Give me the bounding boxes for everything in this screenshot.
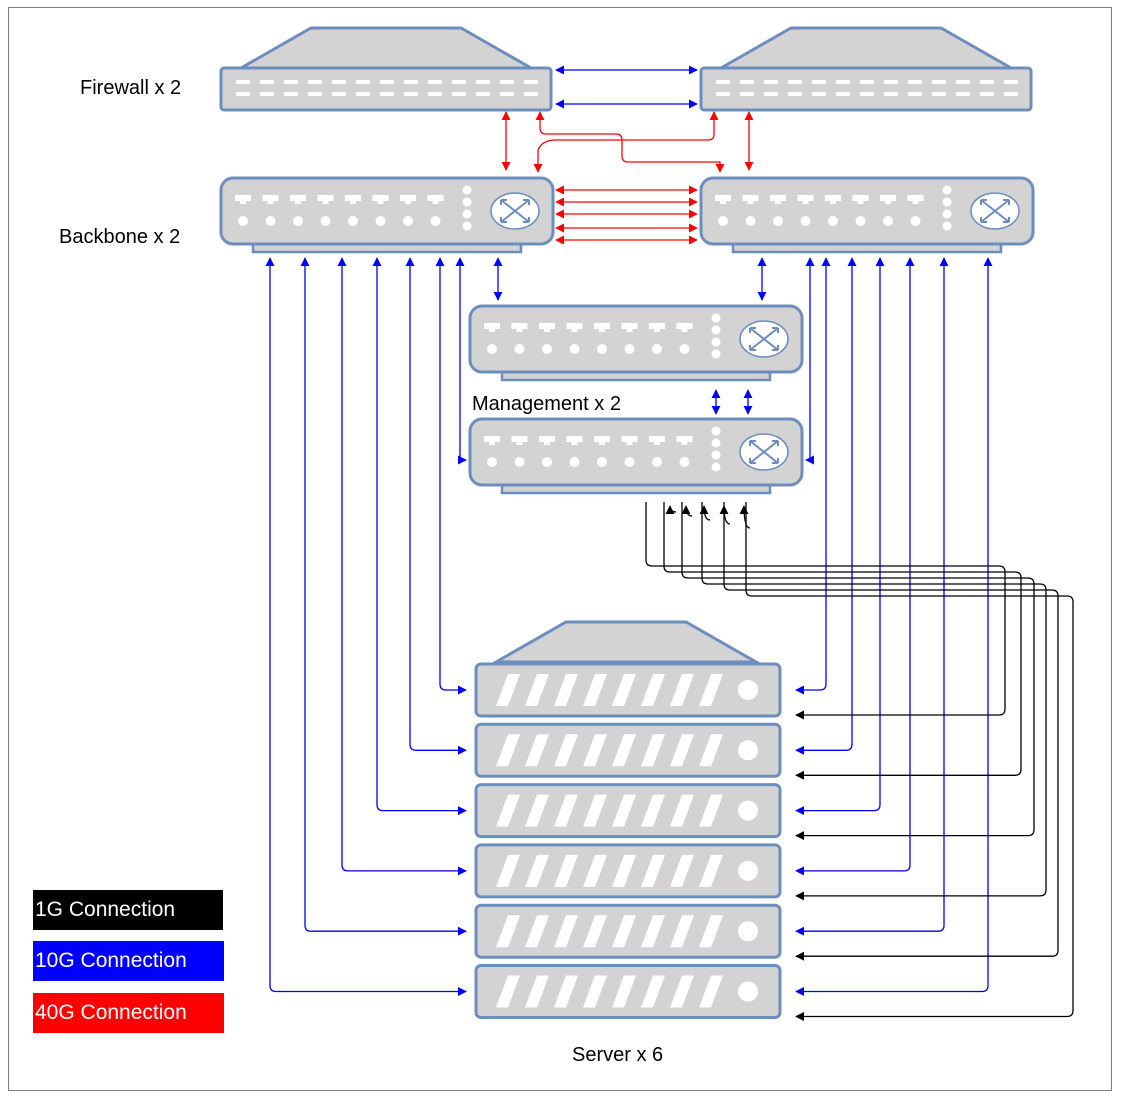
legend-10g: 10G Connection xyxy=(33,941,224,981)
legend-1g-label: 1G Connection xyxy=(35,898,176,921)
firewall-2 xyxy=(699,26,1033,112)
server-rack-top xyxy=(490,620,762,664)
server-3 xyxy=(474,783,782,839)
router-icon xyxy=(739,433,789,471)
backbone-1 xyxy=(219,176,555,254)
management-1 xyxy=(468,304,804,382)
server-6 xyxy=(474,964,782,1019)
labels: Firewall x 2 Backbone x 2 Management x 2… xyxy=(59,77,663,1066)
management-2 xyxy=(468,417,804,495)
server-4 xyxy=(474,843,782,899)
legend-40g: 40G Connection xyxy=(33,993,224,1033)
server-5 xyxy=(474,903,782,959)
router-icon xyxy=(970,192,1020,230)
firewall-label: Firewall x 2 xyxy=(80,77,181,99)
server-2 xyxy=(474,722,782,778)
management-label: Management x 2 xyxy=(472,393,621,415)
server-label: Server x 6 xyxy=(572,1044,663,1066)
router-icon xyxy=(739,320,789,358)
router-icon xyxy=(490,192,540,230)
connections xyxy=(265,65,1074,1022)
legend-10g-label: 10G Connection xyxy=(35,949,187,972)
firewall-1 xyxy=(219,26,553,112)
legend-1g: 1G Connection xyxy=(33,890,223,930)
backbone-label: Backbone x 2 xyxy=(59,226,180,248)
diagram-frame xyxy=(8,7,1112,1091)
devices xyxy=(219,26,1035,1019)
backbone-2 xyxy=(699,176,1035,254)
server-1 xyxy=(474,662,782,718)
legend-40g-label: 40G Connection xyxy=(35,1001,187,1024)
